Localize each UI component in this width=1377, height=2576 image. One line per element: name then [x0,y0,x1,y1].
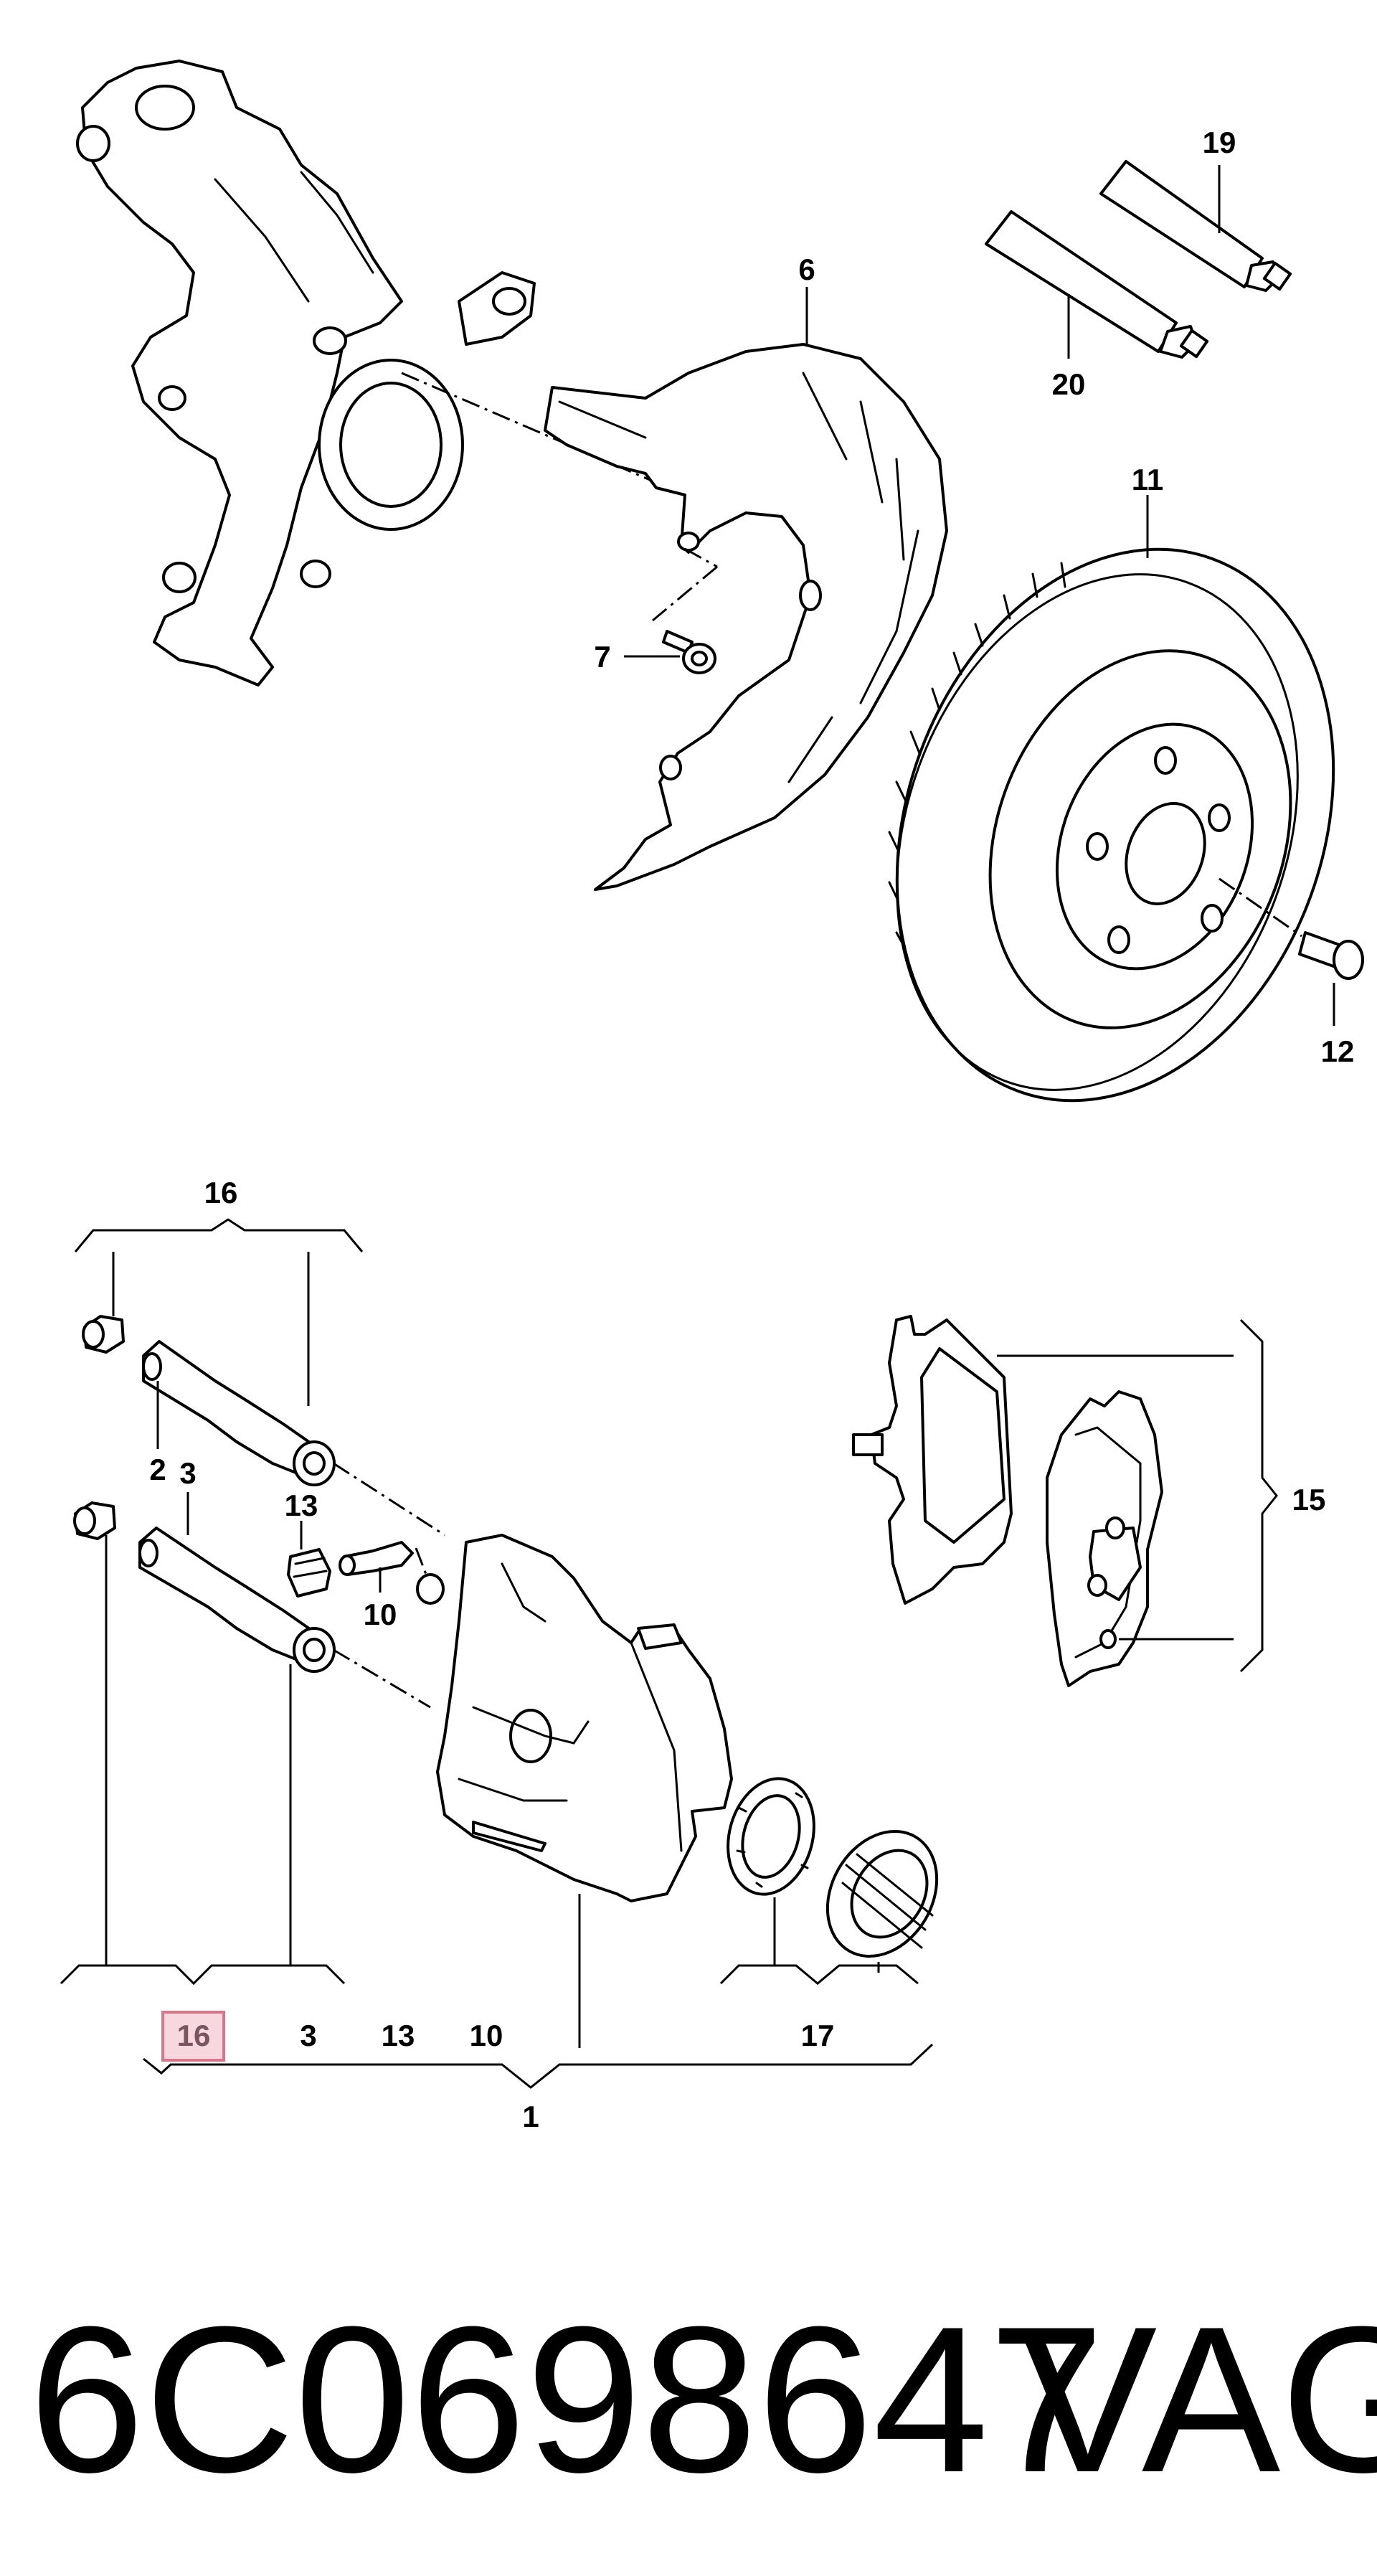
callout-11: 11 [1132,463,1163,496]
brake-caliper [416,1534,733,1902]
callout-19: 19 [1203,126,1236,159]
splash-shield-bolt [662,630,716,674]
callout-15: 15 [1292,1483,1326,1516]
callout-12: 12 [1321,1034,1355,1068]
grease-tube-19 [1099,160,1292,292]
disc-retaining-screw [1298,931,1364,980]
bleeder-valve [339,1541,414,1576]
callout-13-bottom: 13 [382,2019,415,2052]
callout-3: 3 [179,1456,196,1490]
brake-pad-outer [1046,1390,1163,1687]
callout-16-top: 16 [204,1176,238,1209]
callout-16-highlighted[interactable]: 16 [177,2019,211,2052]
piston-seal-kit [727,1777,815,1896]
brake-splash-shield [544,343,948,891]
caliper-piston-boot [825,1829,939,1958]
guide-pin-cap-lower [73,1501,116,1540]
callout-1: 1 [522,2100,539,2133]
callout-10-bottom: 10 [470,2019,503,2052]
guide-pin-cap-upper [82,1315,125,1354]
brake-disc [888,547,1335,1103]
grease-tube-20 [985,210,1209,359]
callout-20: 20 [1052,367,1086,401]
callout-2: 2 [149,1453,166,1486]
part-number: 6C0698647 [29,2283,1104,2516]
callout-13: 13 [285,1488,318,1522]
bleeder-dust-cap [287,1548,331,1598]
brand-name: VAG [1018,2283,1377,2516]
guide-pin-lower [138,1527,336,1673]
callout-6: 6 [798,253,815,286]
brake-pad-inner [852,1315,1013,1605]
callout-10: 10 [364,1598,397,1631]
highlighted-callout-box [161,2011,225,2062]
steering-knuckle [76,60,536,687]
callout-7: 7 [594,640,610,674]
callout-17: 17 [801,2019,835,2052]
guide-pin-upper [142,1340,336,1486]
callout-3-bottom: 3 [300,2019,316,2052]
